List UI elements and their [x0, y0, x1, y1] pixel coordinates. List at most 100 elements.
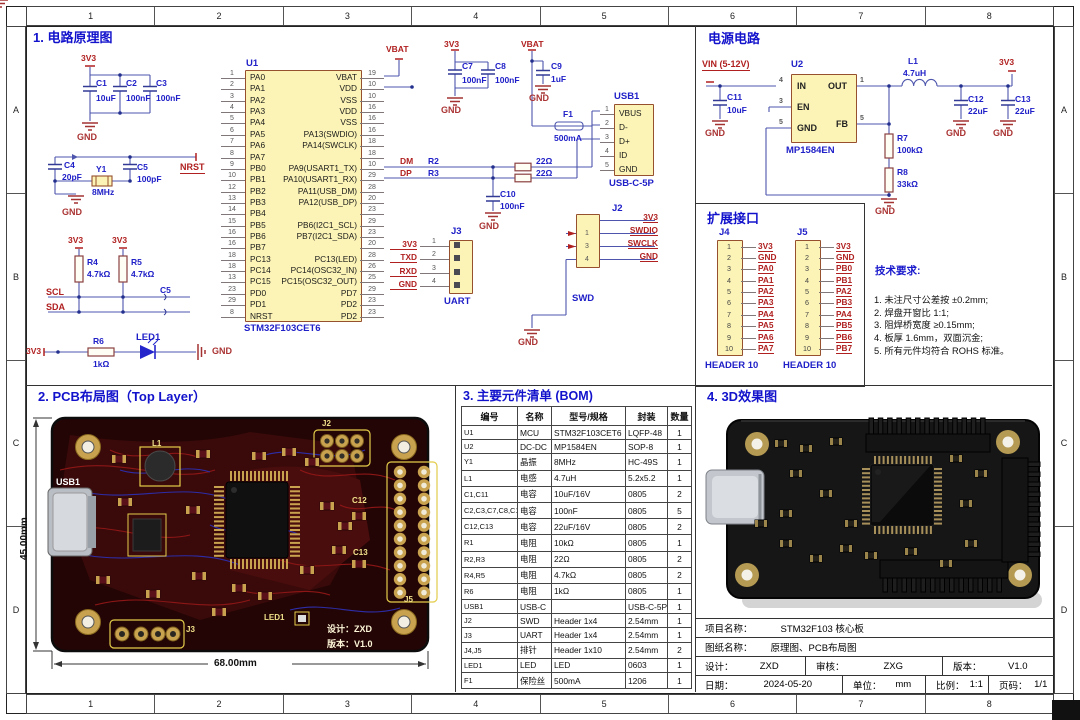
pin-number: 7 — [805, 309, 809, 319]
pin-label-left: PB1 — [250, 174, 266, 185]
gnd-label: GND — [993, 128, 1013, 138]
ref-c5-artifact: C5 — [160, 285, 171, 295]
pin-label-fb: FB — [836, 119, 848, 129]
bom-id: R1 — [461, 534, 518, 552]
net-label: PA6 — [758, 331, 774, 343]
pin-number-right: 16 — [368, 126, 376, 134]
ref-r8: R8 — [897, 167, 908, 177]
top-header-3d — [865, 433, 991, 453]
unit-label: 单位： — [853, 680, 882, 692]
mcu-pin-row: 10 PB1 PA10(USART1_RX) 29 — [217, 172, 413, 185]
pin-number: 5 — [805, 287, 809, 297]
uart-pin-rows: 3V3 1 TXD 2 RXD 3 GND 4 — [390, 238, 476, 292]
grid-col-label: 4 — [411, 695, 539, 713]
net-label-3v3: 3V3 — [999, 57, 1015, 67]
pin-label-right: PD7 — [340, 287, 357, 298]
right-header-3d — [1001, 457, 1029, 563]
bom-name: LED — [517, 657, 552, 674]
pcb-j5-label: J5 — [404, 595, 413, 604]
ref-j3: J3 — [451, 226, 462, 237]
net-label: GND — [390, 279, 417, 291]
date-value: 2024-05-20 — [763, 679, 813, 690]
gnd-label: GND — [875, 206, 895, 216]
bom-spec: 4.7uH — [551, 469, 626, 487]
bom-id: L1 — [461, 469, 518, 487]
pin-number-left: 2 — [230, 81, 234, 89]
bom-qty: 1 — [667, 657, 692, 674]
pin-number-right: 20 — [368, 194, 376, 202]
pin-number-right: 28 — [368, 183, 376, 191]
scale-value: 1:1 — [969, 679, 983, 690]
ref-c2: C2 — [126, 78, 137, 88]
pin-number: 10 — [803, 344, 811, 354]
bom-row: J2 SWD Header 1x4 2.54mm 1 — [461, 613, 692, 629]
ref-led1: LED1 — [136, 332, 161, 343]
pad-glyph — [454, 255, 460, 262]
bom-qty: 2 — [667, 550, 692, 568]
ref-c7: C7 — [462, 61, 473, 71]
header-pin-row: 8 PA5 — [717, 320, 827, 332]
bom-qty: 2 — [667, 485, 692, 503]
bom-header-cell: 编号 — [461, 406, 518, 426]
gnd-label: GND — [441, 105, 461, 115]
bom-spec: 1kΩ — [551, 582, 626, 601]
net-label-vbat: VBAT — [386, 44, 409, 54]
sheet-name: 原理图、PCB布局图 — [770, 643, 857, 654]
net-label: PA4 — [836, 308, 852, 320]
grid-col-label: 1 — [88, 11, 94, 21]
uart-connector-body — [449, 240, 473, 294]
pad-glyph — [454, 282, 460, 289]
pcb-title: 2. PCB布局图（Top Layer） — [38, 389, 207, 404]
pin-number: 4 — [432, 278, 436, 286]
bom-qty: 5 — [667, 501, 692, 520]
header-pin-row: 1 3V3 — [717, 240, 827, 252]
pin-number: 9 — [805, 332, 809, 342]
unit-value: mm — [895, 679, 912, 690]
pin-label-right: PA13(SWDIO) — [303, 128, 357, 139]
net-label: GND — [758, 251, 777, 263]
bom-qty: 1 — [667, 453, 692, 471]
ref-f1: F1 — [563, 109, 573, 119]
uart-pin-row: TXD 2 — [390, 251, 476, 264]
bom-id: Y1 — [461, 453, 518, 471]
pin-label-left: PB0 — [250, 162, 266, 173]
bom-name: SWD — [517, 613, 552, 629]
pin-label-left: PB7 — [250, 242, 266, 253]
pin-label-right: VDD — [339, 106, 357, 117]
pin-number: 4 — [805, 275, 809, 285]
bom-name: USB-C — [517, 599, 552, 615]
swd-pin-row: 3 SWCLK — [576, 238, 662, 253]
gnd-label: GND — [62, 207, 82, 217]
pin-number-right: 20 — [368, 240, 376, 248]
led-footprint — [294, 611, 310, 626]
grid-col-label: 6 — [667, 695, 796, 713]
pin-label-left: PB4 — [250, 208, 266, 219]
grid-col-label: 7 — [796, 7, 924, 25]
gnd-label: GND — [77, 132, 97, 142]
pin-number-right: 16 — [368, 115, 376, 123]
crystal-body — [132, 518, 162, 552]
net-label: PA1 — [758, 274, 774, 286]
pin-label-left: PA4 — [250, 117, 266, 128]
pin-number-left: 16 — [228, 240, 236, 248]
usb-part: USB-C-5P — [609, 178, 654, 189]
pin-label-left: PD1 — [250, 299, 267, 310]
net-label: TXD — [390, 252, 417, 264]
pin-number: 3 — [727, 264, 731, 274]
val-c12: 22uF — [968, 106, 988, 116]
pin-number-left: 8 — [230, 149, 234, 157]
ref-c5: C5 — [137, 162, 148, 172]
net-label-3v3: 3V3 — [444, 39, 460, 49]
ref-r7: R7 — [897, 133, 908, 143]
net-flag-ticks — [43, 49, 1016, 356]
bom-name: 晶振 — [517, 453, 552, 471]
bom-table: 编号名称型号/规格封装数量 U1 MCU STM32F103CET6 LQFP-… — [461, 406, 692, 690]
ref-c9: C9 — [551, 61, 562, 71]
section1-title: 1. 电路原理图 — [33, 30, 113, 45]
val-c9: 1uF — [551, 74, 567, 84]
crystal-outline — [127, 513, 167, 557]
net-label: PB0 — [836, 263, 853, 275]
pin-number: 6 — [727, 298, 731, 308]
header-pin-row: 3 PB0 — [795, 263, 905, 275]
grid-row-label: A — [1060, 104, 1067, 115]
